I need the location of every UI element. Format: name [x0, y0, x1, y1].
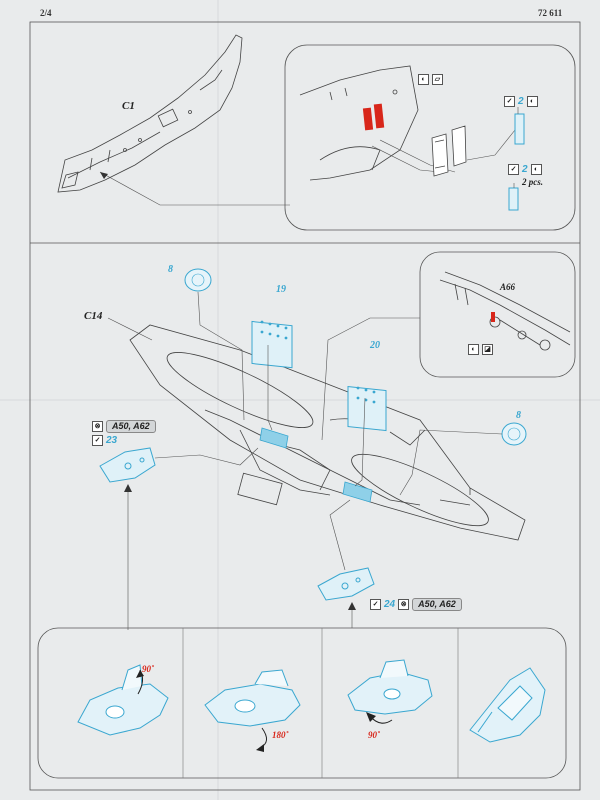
step-lower-count: 2: [522, 164, 528, 175]
angle-label-2: 180˚: [272, 730, 289, 740]
sand-icon: ◪: [482, 344, 493, 355]
fuselage-c1: [57, 34, 243, 193]
remove-icon: ⊗: [92, 421, 103, 432]
arrow-c1: [100, 172, 108, 179]
pe-part-23: [99, 447, 156, 483]
pe-panel-20-dots: [356, 386, 376, 404]
pe-strip-lower: [508, 187, 519, 211]
remove-parts-right-label: A50, A62: [412, 598, 462, 611]
cockpit-side-detail: [299, 65, 419, 181]
paint-icon: ◐: [468, 344, 479, 355]
pe-dial-8-left: [184, 268, 212, 292]
paint-icon: ◐: [526, 96, 538, 107]
fold-step-1: [77, 664, 169, 736]
angle-label-1: 90˚: [142, 664, 154, 674]
label-part-20: 20: [370, 340, 380, 351]
check-icon: ✓: [370, 599, 381, 610]
label-part-8-right: 8: [516, 410, 521, 421]
detail-bubble-top: [284, 44, 576, 231]
fold-icon: ▱: [432, 74, 443, 85]
detail-bubble-a66: [419, 251, 576, 378]
step-23: ✓ 23: [92, 435, 117, 446]
page-number: 2/4: [40, 8, 52, 18]
leader-top-3: [466, 129, 516, 161]
leader-23: [154, 447, 259, 466]
pe-dial-8-right: [501, 422, 527, 446]
leader-a66: [321, 317, 420, 441]
blue-insert-right: [342, 481, 373, 503]
fold-step-4: [469, 667, 546, 743]
fold-step-3: [347, 659, 433, 715]
pe-strip-upper: [514, 113, 525, 145]
label-c14: C14: [84, 310, 103, 322]
label-part-8-left: 8: [168, 264, 173, 275]
leader-24: [329, 499, 351, 571]
leader-8-left: [197, 291, 245, 421]
step-lower: ✓ 2 ◐: [508, 164, 542, 175]
fold-steps-bubble: [37, 627, 567, 779]
red-part-a: [362, 107, 374, 131]
a66-detail: [439, 271, 571, 351]
symbol-group-a66: ◐ ◪: [468, 344, 493, 355]
check-icon: ✓: [504, 96, 515, 107]
leader-20: [354, 397, 366, 487]
label-part-19: 19: [276, 284, 286, 295]
leader-19: [267, 345, 273, 431]
page-frame: [29, 21, 581, 791]
check-icon: ✓: [508, 164, 519, 175]
check-icon: ✓: [92, 435, 103, 446]
red-part-a66: [491, 312, 495, 322]
pe-part-24: [317, 567, 375, 601]
step-lower-qty: 2 pcs.: [522, 177, 543, 187]
remove-parts-left-label: A50, A62: [106, 420, 156, 433]
paint-icon: ◐: [418, 74, 429, 85]
label-c1: C1: [122, 100, 135, 112]
pe-panel-20: [347, 386, 387, 432]
remove-parts-left: ⊗ A50, A62: [92, 420, 156, 433]
step-upper-count: 2: [518, 96, 524, 107]
blue-insert-left: [259, 427, 289, 449]
leader-8-right: [399, 429, 503, 496]
fold-step-2: [204, 669, 301, 727]
label-part-23: 23: [106, 435, 118, 446]
symbol-group-top: ◐ ▱: [418, 74, 443, 85]
label-part-24: 24: [384, 599, 396, 610]
leader-c1: [99, 171, 290, 206]
label-a66: A66: [500, 282, 516, 292]
paint-icon: ◐: [530, 164, 542, 175]
step-24: ✓ 24 ⊗ A50, A62: [370, 598, 462, 611]
angle-label-3: 90˚: [368, 730, 380, 740]
leader-top-2: [371, 145, 441, 173]
remove-icon: ⊗: [398, 599, 410, 610]
pe-panel-pair: [431, 125, 467, 177]
pe-panel-19-dots: [260, 320, 288, 340]
red-part-b: [373, 103, 385, 129]
leader-c14: [107, 317, 153, 341]
step-upper: ✓ 2 ◐: [504, 96, 538, 107]
product-code: 72 611: [538, 8, 563, 18]
